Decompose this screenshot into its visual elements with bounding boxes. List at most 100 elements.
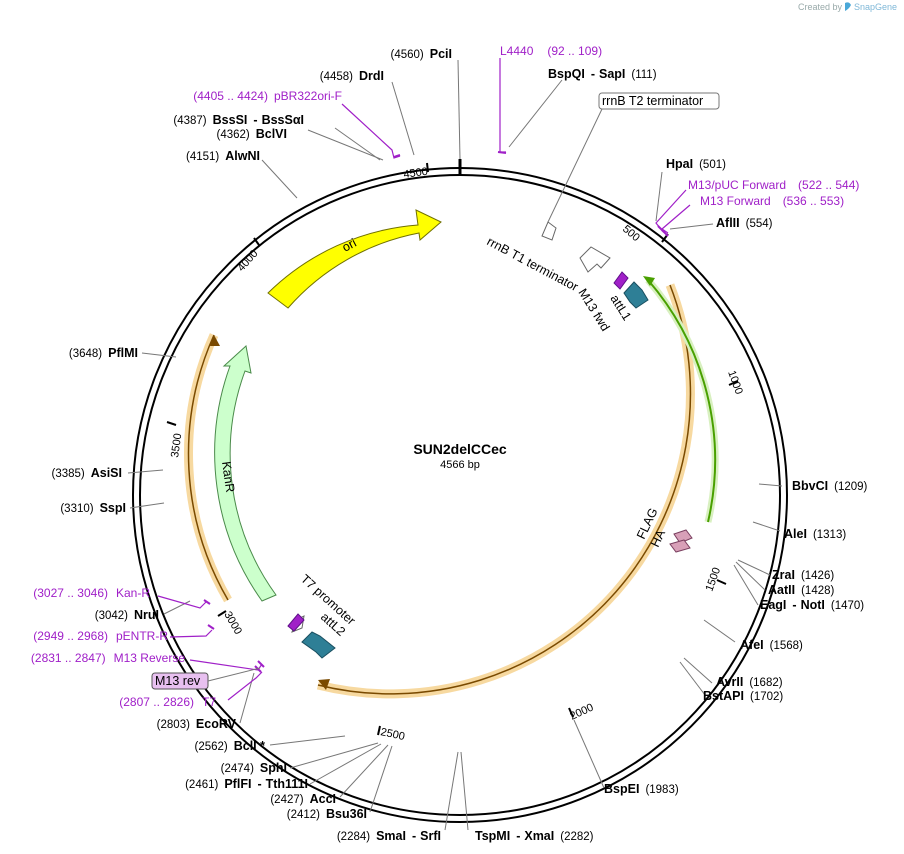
svg-text:AflII(554): AflII(554): [716, 216, 773, 230]
svg-text:L4440(92 .. 109): L4440 (92 .. 109): [500, 44, 602, 58]
primer-range: (2831 .. 2847): [31, 651, 106, 665]
enzyme-pos: (3648): [69, 348, 102, 360]
enzyme-name: AvrII: [716, 675, 743, 689]
enzyme-name: Bsu36I: [326, 807, 367, 821]
enzyme-pos: (1682): [749, 677, 782, 689]
ori-arrow: [267, 209, 442, 309]
orf-line-right: [317, 284, 692, 695]
enzyme-pos: (2412): [287, 809, 320, 821]
orf-highlight-right: [316, 283, 695, 699]
enzyme-pos: (2461): [185, 779, 218, 791]
kanr-label: KanR: [219, 460, 237, 493]
svg-text:M13/pUC Forward(522 .. 544): M13/pUC Forward(522 .. 544): [688, 178, 859, 192]
svg-text:(4387)BssSI-BssSαI: (4387)BssSI-BssSαI: [173, 113, 304, 127]
ori-label: ori: [340, 236, 359, 255]
enzyme-name: BclVI: [256, 127, 287, 141]
tick-label-2500: 2500: [379, 726, 405, 743]
enzyme-pos: (2282): [560, 831, 593, 843]
svg-text:(2427)AccI: (2427)AccI: [270, 792, 336, 806]
enzyme-pos: (1568): [770, 640, 803, 652]
svg-text:BspQI-SapI(111): BspQI-SapI(111): [548, 67, 657, 81]
primer-name: M13 Forward: [700, 194, 771, 208]
enzyme-name2: NotI: [801, 598, 825, 612]
green-orf-arrowhead: [643, 276, 655, 286]
enzyme-pos: (2803): [157, 719, 190, 731]
primer-range: (522 .. 544): [798, 178, 859, 192]
kanr-arrow: [214, 345, 277, 602]
enzyme-pos: (2284): [337, 831, 370, 843]
svg-text:AvrII(1682): AvrII (1682): [716, 675, 783, 689]
m13-fwd-label: M13 fwd: [575, 286, 612, 334]
primer-name: Kan-R: [116, 586, 150, 600]
plasmid-name: SUN2delCCec: [413, 441, 507, 457]
enzyme-name: AflII: [716, 216, 740, 230]
rrnb-t2-arrow: [541, 221, 557, 241]
svg-text:(4560)PciI: (4560) PciI: [391, 47, 453, 61]
enzyme-sep: -: [516, 829, 520, 843]
svg-text:(3027 .. 3046)Kan-R: (3027 .. 3046)Kan-R: [33, 586, 150, 600]
svg-text:(3648)PflMI: (3648) PflMI: [69, 346, 138, 360]
primer-name: T7: [202, 695, 216, 709]
enzyme-name: SphI: [260, 761, 287, 775]
enzyme-name2: SapI: [599, 67, 625, 81]
enzyme-sep: -: [412, 829, 416, 843]
tick-label-1000: 1000: [725, 369, 745, 396]
m13-rev-primer-bind: [287, 613, 305, 632]
ha-tag-arrow: [669, 539, 691, 553]
primer-name: L4440: [500, 44, 534, 58]
svg-text:(2807 .. 2826)T7: (2807 .. 2826)T7: [119, 695, 216, 709]
svg-text:AleI(1313): AleI(1313): [784, 527, 846, 541]
enzyme-pos: (2427): [270, 794, 303, 806]
primer-range: (536 .. 553): [783, 194, 844, 208]
primer-ticks: [203, 151, 669, 673]
enzyme-name: DrdI: [359, 69, 384, 83]
rrnb-t2-callout: [547, 108, 603, 223]
enzyme-name: PciI: [430, 47, 452, 61]
svg-text:BspEI(1983): BspEI(1983): [604, 782, 679, 796]
enzyme-sep: -: [792, 598, 796, 612]
enzyme-pos: (4458): [320, 71, 353, 83]
enzyme-name: BssSI: [213, 113, 248, 127]
backbone-inner-strand: [139, 174, 781, 816]
enzyme-pos: (4560): [391, 49, 424, 61]
enzyme-name: AlwNI: [225, 149, 260, 163]
enzyme-pos: (501): [699, 159, 726, 171]
svg-text:M13 Forward(536 .. 553): M13 Forward (536 .. 553): [700, 194, 844, 208]
primer-labels: (4405 .. 4424)pBR322ori-F L4440(92 .. 10…: [31, 44, 860, 709]
primer-range: (92 .. 109): [547, 44, 602, 58]
enzyme-name: PflMI: [108, 346, 138, 360]
enzyme-name: AfeI: [740, 638, 764, 652]
enzyme-name: BclI *: [234, 739, 265, 753]
svg-text:EagI-NotI(1470): EagI-NotI(1470): [760, 598, 864, 612]
enzyme-name: BspEI: [604, 782, 639, 796]
svg-text:AatII(1428): AatII(1428): [768, 583, 835, 597]
enzyme-name: PflFI: [224, 777, 251, 791]
enzyme-name2: XmaI: [524, 829, 554, 843]
enzyme-name: BstAPI: [703, 689, 744, 703]
enzyme-name: TspMI: [475, 829, 510, 843]
tick-label-2000: 2000: [568, 701, 595, 722]
svg-text:(2831 .. 2847)M13 Reverse: (2831 .. 2847)M13 Reverse: [31, 651, 185, 665]
m13-rev-label: M13 rev: [155, 674, 201, 688]
orf-line-left: [187, 334, 229, 601]
enzyme-name: ZraI: [772, 568, 795, 582]
svg-text:TspMI-XmaI(2282): TspMI-XmaI (2282): [475, 829, 594, 843]
tick-label-3500: 3500: [169, 433, 184, 459]
enzyme-pos: (4151): [186, 151, 219, 163]
enzyme-labels-right: TspMI-XmaI(2282) BspEI(1983) BstAPI(1702…: [475, 67, 868, 843]
primer-range: (2949 .. 2968): [33, 629, 108, 643]
svg-text:(4362)BclVI: (4362)BclVI: [216, 127, 287, 141]
callout-lines: [127, 59, 783, 831]
enzyme-name: SmaI: [376, 829, 406, 843]
m13-rev-callout: [207, 667, 261, 682]
attl2-arrow: [301, 631, 336, 659]
flag-tag-arrow: [673, 529, 693, 544]
svg-text:BstAPI(1702): BstAPI(1702): [703, 689, 783, 703]
svg-text:(2412)Bsu36I: (2412) Bsu36I: [287, 807, 367, 821]
enzyme-pos: (1428): [801, 585, 834, 597]
tick-label-500: 500: [620, 223, 642, 244]
enzyme-name: AsiSI: [91, 466, 122, 480]
enzyme-name: NruI: [134, 608, 159, 622]
enzyme-labels-left: (4560) PciI (4458) DrdI (4387)BssSI-BssSαI…: [51, 47, 452, 843]
